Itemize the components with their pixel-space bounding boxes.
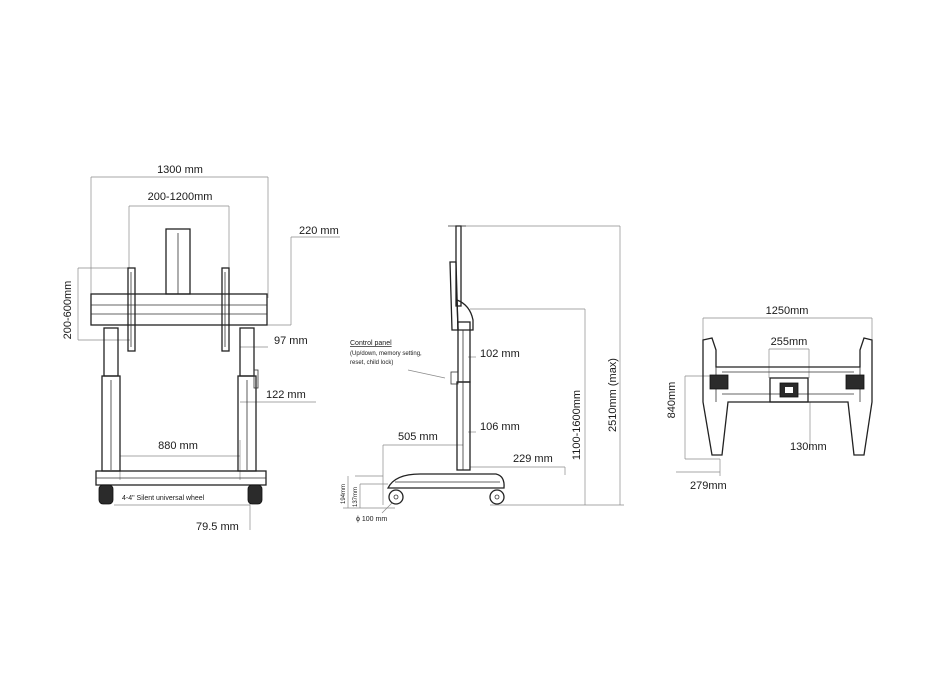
label-top-overall-width: 1250mm — [766, 305, 809, 317]
top-view-frame — [702, 337, 873, 456]
label-control-panel-title: Control panel — [350, 340, 392, 347]
label-wheel-width: 79.5 mm — [196, 521, 239, 533]
label-upper-depth: 102 mm — [480, 348, 520, 360]
mounting-crossbar — [90, 293, 268, 326]
side-view: Control panel (Up/down, memory setting, … — [341, 225, 624, 523]
top-left-box — [709, 374, 729, 390]
top-view: 1250mm 255mm 840mm 130mm 279mm — [666, 305, 873, 492]
label-top-inner-width: 255mm — [771, 336, 808, 348]
vesa-bracket-left — [127, 267, 136, 352]
label-wheel-diameter: ϕ 100 mm — [356, 516, 387, 523]
side-dimension-lines — [343, 225, 624, 514]
label-lower-offset: 122 mm — [266, 389, 306, 401]
label-top-offset: 220 mm — [299, 225, 339, 237]
label-top-inner-depth: 130mm — [790, 441, 827, 453]
label-column-offset: 97 mm — [274, 335, 308, 347]
side-wheel-front — [388, 489, 404, 505]
label-wheel-note: 4-4" Silent universal wheel — [122, 495, 205, 502]
label-max-height: 2510mm (max) — [607, 358, 619, 432]
label-vesa-height: 200-600mm — [62, 281, 74, 340]
column-left-upper — [103, 327, 119, 377]
side-wheel-rear — [489, 489, 505, 505]
vesa-bracket-right — [221, 267, 230, 352]
side-column-lower — [456, 381, 471, 471]
label-top-depth: 840mm — [666, 382, 678, 419]
wheel-front-left — [98, 484, 114, 505]
label-vesa-width: 200-1200mm — [148, 191, 213, 203]
label-base-height-b: 137mm — [353, 487, 359, 507]
top-right-box — [845, 374, 865, 390]
side-screen-plate — [449, 261, 459, 331]
label-base-height-a: 194mm — [341, 484, 347, 504]
label-base-width: 880 mm — [158, 440, 198, 452]
label-control-panel-line1: (Up/down, memory setting, — [350, 351, 422, 357]
label-overall-width: 1300 mm — [157, 164, 203, 176]
label-rear-depth: 229 mm — [513, 453, 553, 465]
column-right-upper — [239, 327, 255, 377]
wheel-front-right — [247, 484, 263, 505]
front-view: 1300 mm 200-1200mm 200-600mm 220 mm 97 m… — [62, 164, 340, 533]
top-center-socket — [769, 377, 809, 403]
label-height-range: 1100-1600mm — [571, 390, 583, 460]
side-control-panel — [450, 371, 459, 385]
side-base — [386, 473, 505, 489]
label-base-depth: 505 mm — [398, 431, 438, 443]
side-column-upper — [457, 321, 471, 383]
label-mid-depth: 106 mm — [480, 421, 520, 433]
label-control-panel-line2: reset, child lock) — [350, 360, 393, 366]
label-top-leg-depth: 279mm — [690, 480, 727, 492]
